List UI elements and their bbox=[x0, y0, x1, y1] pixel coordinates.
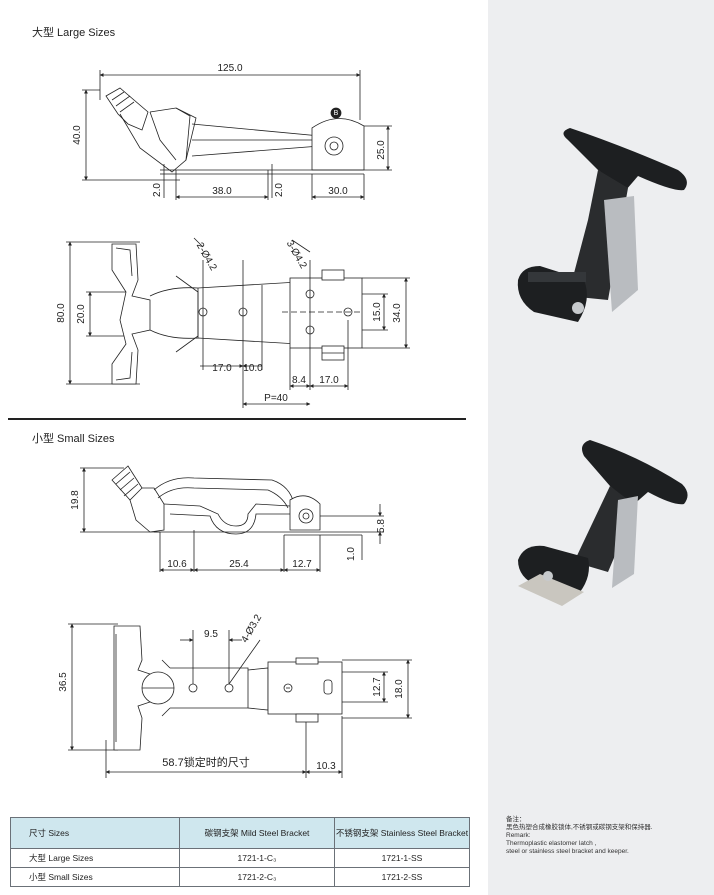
dim-large-span-a: 38.0 bbox=[212, 186, 232, 197]
dim-small-top-d1: 9.5 bbox=[204, 629, 218, 640]
table-cell: 小型 Small Sizes bbox=[10, 867, 180, 887]
table-header-stainless: 不锈钢支架 Stainless Steel Bracket bbox=[334, 817, 470, 849]
dim-small-top-d2: 10.3 bbox=[316, 761, 336, 772]
dim-large-h1: 15.0 bbox=[372, 302, 383, 322]
remark-text-en2: steel or stainless steel bracket and kee… bbox=[506, 848, 629, 855]
remark-label-en: Remark: bbox=[506, 832, 531, 839]
dim-large-d4: 17.0 bbox=[319, 375, 339, 386]
table-cell: 1721-1-SS bbox=[334, 848, 470, 868]
dim-small-top-h1: 12.7 bbox=[372, 677, 383, 697]
dim-small-h2: 1.0 bbox=[346, 547, 357, 561]
large-top-view bbox=[66, 237, 410, 408]
table-row: 大型 Large Sizes 1721-1-C₃ 1721-1-SS bbox=[10, 848, 470, 868]
table-header-mild-steel: 碳钢支架 Mild Steel Bracket bbox=[179, 817, 335, 849]
spec-table: 尺寸 Sizes 碳钢支架 Mild Steel Bracket 不锈钢支架 S… bbox=[10, 817, 470, 887]
large-sizes-title: 大型 Large Sizes bbox=[32, 27, 116, 39]
table-header-sizes: 尺寸 Sizes bbox=[10, 817, 180, 849]
remark-label-cn: 备注： bbox=[506, 816, 526, 823]
dim-small-holes: 4-Ø3.2 bbox=[239, 612, 264, 644]
drawing-area bbox=[0, 0, 488, 895]
table-cell: 大型 Large Sizes bbox=[10, 848, 180, 868]
large-side-view bbox=[82, 70, 392, 200]
product-photos bbox=[517, 128, 688, 606]
remark-text-en1: Thermoplastic elastomer latch , bbox=[506, 840, 597, 847]
dim-holes-b: 3-Ø4.2 bbox=[284, 239, 309, 271]
dim-small-d1: 10.6 bbox=[167, 559, 187, 570]
dim-large-d2: 10.0 bbox=[243, 363, 263, 374]
dim-holes-a: 2-Ø4.2 bbox=[194, 241, 219, 273]
table-cell: 1721-2-SS bbox=[334, 867, 470, 887]
dim-large-h2: 34.0 bbox=[392, 303, 403, 323]
technical-drawings: 125.0 40.0 25.0 2.0 2.0 38.0 30.0 B 80.0… bbox=[56, 63, 412, 778]
section-divider bbox=[8, 418, 466, 420]
hole-mark-b: B bbox=[334, 110, 339, 117]
small-sizes-title: 小型 Small Sizes bbox=[32, 433, 115, 445]
dim-large-overall: 125.0 bbox=[217, 63, 242, 74]
dim-large-gap-b: 2.0 bbox=[274, 183, 285, 197]
dim-large-bracket-height: 25.0 bbox=[376, 140, 387, 160]
small-latch-photo bbox=[518, 440, 688, 606]
dim-small-h1: 5.8 bbox=[376, 519, 387, 533]
dim-locked-length: 58.7锁定时的尺寸 bbox=[162, 755, 249, 769]
dim-large-span-b: 30.0 bbox=[328, 186, 348, 197]
table-cell: 1721-2-C₃ bbox=[179, 867, 335, 887]
dim-small-d3: 12.7 bbox=[292, 559, 312, 570]
dim-large-d1: 17.0 bbox=[212, 363, 232, 374]
dim-large-gap-a: 2.0 bbox=[152, 183, 163, 197]
dim-large-width: 80.0 bbox=[56, 303, 67, 323]
dim-pitch: P=40 bbox=[264, 393, 288, 404]
table-cell: 1721-1-C₃ bbox=[179, 848, 335, 868]
dim-large-d3: 8.4 bbox=[292, 375, 306, 386]
table-row: 小型 Small Sizes 1721-2-C₃ 1721-2-SS bbox=[10, 867, 470, 887]
small-top-view bbox=[68, 623, 412, 778]
large-latch-photo bbox=[517, 128, 687, 322]
small-side-view bbox=[80, 465, 384, 572]
dim-small-d2: 25.4 bbox=[229, 559, 249, 570]
remark-text-cn: 黑色热塑合成橡胶锁体,不锈钢或碳钢支架和保持器. bbox=[506, 824, 653, 831]
dim-small-top-h2: 18.0 bbox=[394, 679, 405, 699]
dim-small-top-height: 36.5 bbox=[58, 672, 69, 692]
dim-large-height: 40.0 bbox=[72, 125, 83, 145]
dim-small-height: 19.8 bbox=[70, 490, 81, 510]
dim-large-inner: 20.0 bbox=[76, 304, 87, 324]
remark-block: 备注： 黑色热塑合成橡胶锁体,不锈钢或碳钢支架和保持器. Remark: The… bbox=[506, 816, 706, 856]
